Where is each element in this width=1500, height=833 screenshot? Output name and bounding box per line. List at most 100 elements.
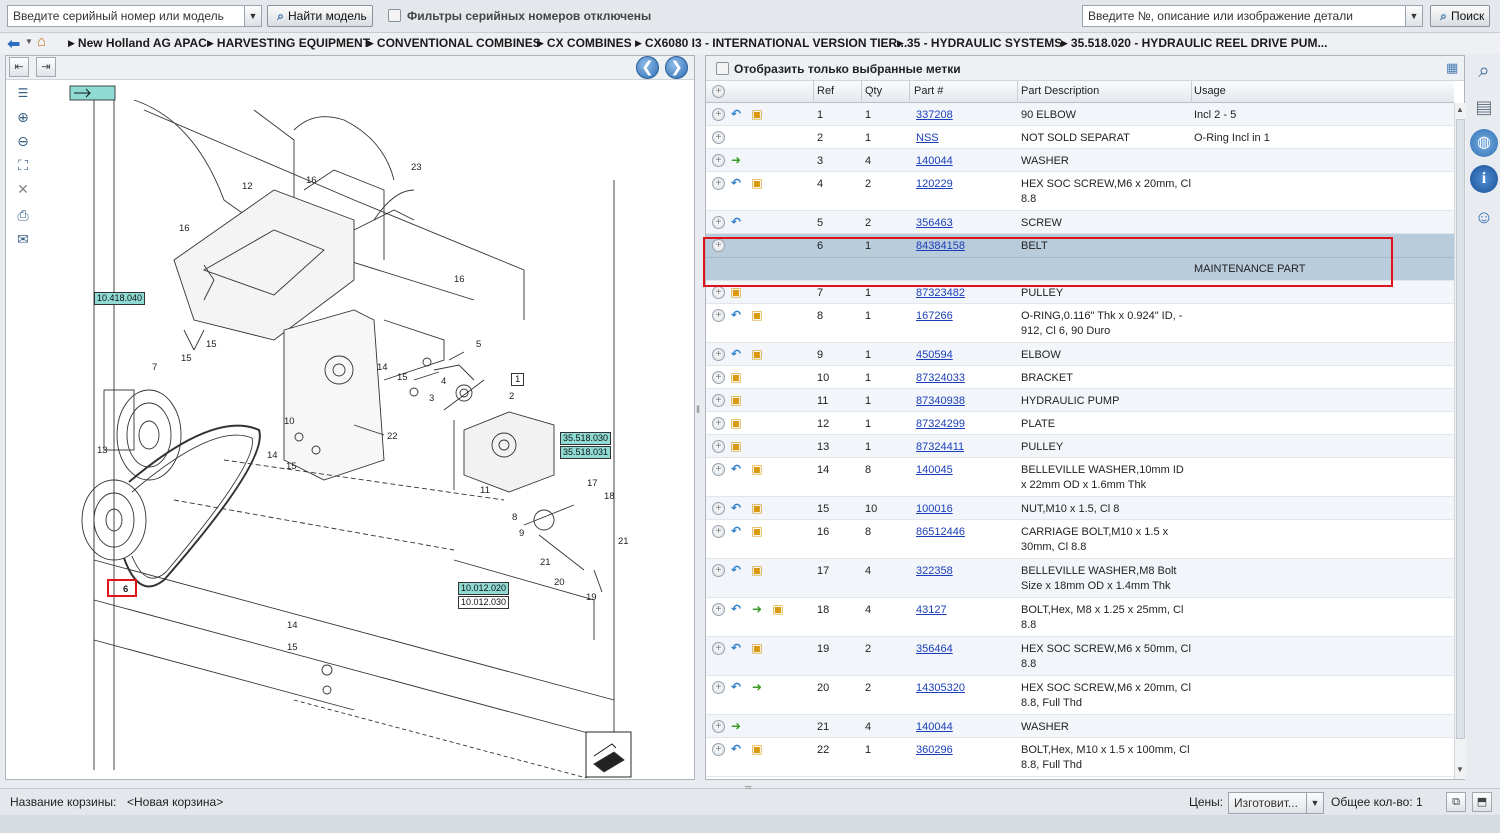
email-icon[interactable]: ✉ — [17, 231, 29, 247]
fit-to-window-icon[interactable]: ⛶ — [18, 157, 28, 173]
parts-table-scrollbar[interactable]: ▲ ▼ — [1454, 103, 1466, 779]
cell-part-link[interactable]: 356464 — [916, 643, 953, 655]
diagram-ref-label[interactable]: 8 — [512, 512, 518, 523]
cell-part-link[interactable]: 87323482 — [916, 287, 965, 299]
next-page-button[interactable]: ⇥ — [36, 57, 56, 77]
expand-row-icon[interactable]: + — [712, 720, 725, 733]
replaced-part-icon[interactable]: ↶ — [730, 462, 742, 476]
expand-row-icon[interactable]: + — [712, 417, 725, 430]
diagram-ref-label[interactable]: 19 — [586, 592, 597, 603]
expand-all-icon[interactable]: + — [712, 85, 725, 98]
replaced-part-icon[interactable]: ↶ — [730, 176, 742, 190]
add-to-cart-icon[interactable]: ▣ — [751, 501, 763, 515]
serial-dropdown-button[interactable]: ▼ — [244, 5, 262, 27]
back-dropdown-icon[interactable]: ▼ — [25, 37, 33, 46]
zoom-in-icon[interactable]: ⊕ — [17, 109, 29, 125]
diagram-ref-label[interactable]: 15 — [397, 372, 408, 383]
expand-row-icon[interactable]: + — [712, 525, 725, 538]
expand-row-icon[interactable]: + — [712, 309, 725, 322]
menu-lines-icon[interactable]: ☰ — [17, 86, 29, 100]
expand-row-icon[interactable]: + — [712, 371, 725, 384]
diagram-ref-label[interactable]: 16 — [454, 274, 465, 285]
prices-dropdown-button[interactable]: ▼ — [1306, 792, 1324, 814]
diagram-ref-label[interactable]: 14 — [287, 620, 298, 631]
cart-view-button[interactable]: ⧉ — [1446, 792, 1466, 812]
expand-row-icon[interactable]: + — [712, 348, 725, 361]
cell-part-link[interactable]: NSS — [916, 132, 939, 144]
replaced-part-icon[interactable]: ↶ — [730, 742, 742, 756]
cell-part-link[interactable]: 322358 — [916, 565, 953, 577]
cell-part-link[interactable]: 356463 — [916, 217, 953, 229]
cell-part-link[interactable]: 86512446 — [916, 526, 965, 538]
superseded-part-icon[interactable]: ➜ — [730, 153, 742, 167]
diagram-ref-label[interactable]: 14 — [377, 362, 388, 373]
replaced-part-icon[interactable]: ↶ — [730, 680, 742, 694]
expand-row-icon[interactable]: + — [712, 603, 725, 616]
diagram-ref-label[interactable]: 10 — [284, 416, 295, 427]
cell-part-link[interactable]: 87324299 — [916, 418, 965, 430]
diagram-callout[interactable]: 10.012.030 — [458, 596, 510, 609]
search-icon[interactable]: ⌕ — [1478, 60, 1490, 82]
cell-part-link[interactable]: 337208 — [916, 109, 953, 121]
expand-row-icon[interactable]: + — [712, 564, 725, 577]
clear-selection-icon[interactable]: ✕ — [17, 181, 29, 197]
diagram-ref-label[interactable]: 13 — [97, 445, 108, 456]
print-icon[interactable]: ⎙ — [17, 207, 29, 223]
scroll-up-icon[interactable]: ▲ — [1456, 105, 1464, 114]
add-to-cart-icon[interactable]: ▣ — [751, 742, 763, 756]
replaced-part-icon[interactable]: ↶ — [730, 563, 742, 577]
diagram-ref-label[interactable]: 18 — [604, 491, 615, 502]
diagram-ref-label[interactable]: 15 — [181, 353, 192, 364]
expand-row-icon[interactable]: + — [712, 108, 725, 121]
cell-part-link[interactable]: 87324033 — [916, 372, 965, 384]
serial-model-input[interactable]: Введите серийный номер или модель — [7, 5, 247, 27]
diagram-callout[interactable]: 35.518.030 — [560, 432, 612, 445]
columns-grid-icon[interactable]: ▦ — [1446, 60, 1459, 75]
breadcrumb-item[interactable]: CX COMBINES — [537, 36, 632, 50]
superseded-part-icon[interactable]: ➜ — [730, 719, 742, 733]
add-to-cart-icon[interactable]: ▣ — [751, 462, 763, 476]
cell-part-link[interactable]: 140045 — [916, 464, 953, 476]
replaced-part-icon[interactable]: ↶ — [730, 524, 742, 538]
part-search-dropdown-button[interactable]: ▼ — [1405, 5, 1423, 27]
prices-select[interactable]: Изготовит... — [1228, 792, 1313, 814]
cell-part-link[interactable]: 140044 — [916, 155, 953, 167]
exploded-parts-diagram[interactable]: 10.418.040 35.518.030 35.518.031 10.012.… — [54, 80, 644, 778]
diagram-ref-label[interactable]: 2 — [509, 391, 515, 402]
expand-row-icon[interactable]: + — [712, 502, 725, 515]
breadcrumb-item[interactable]: 35.518.020 - HYDRAULIC REEL DRIVE PUM... — [1061, 36, 1328, 50]
column-header-usage[interactable]: Usage — [1194, 85, 1226, 97]
expand-row-icon[interactable]: + — [712, 177, 725, 190]
diagram-ref-label[interactable]: 1 — [511, 373, 525, 386]
diagram-callout[interactable]: 10.418.040 — [94, 292, 146, 305]
search-button[interactable]: ⌕Поиск — [1430, 5, 1491, 27]
replaced-part-icon[interactable]: ↶ — [730, 347, 742, 361]
cell-part-link[interactable]: 87324411 — [916, 441, 965, 453]
add-to-cart-icon[interactable]: ▣ — [772, 602, 784, 616]
expand-row-icon[interactable]: + — [712, 216, 725, 229]
replaced-part-icon[interactable]: ↶ — [730, 215, 742, 229]
diagram-ref-label[interactable]: 23 — [411, 162, 422, 173]
cell-part-link[interactable]: 140044 — [916, 721, 953, 733]
add-to-cart-icon[interactable]: ▣ — [730, 416, 742, 430]
expand-row-icon[interactable]: + — [712, 239, 725, 252]
expand-row-icon[interactable]: + — [712, 743, 725, 756]
cart-name-value[interactable]: <Новая корзина> — [127, 795, 224, 809]
diagram-callout[interactable]: 10.012.020 — [458, 582, 510, 595]
add-to-cart-icon[interactable]: ▣ — [730, 370, 742, 384]
home-icon[interactable]: ⌂ — [37, 33, 47, 50]
breadcrumb-item[interactable]: HARVESTING EQUIPMENT — [207, 36, 370, 50]
diagram-ref-label[interactable]: 17 — [587, 478, 598, 489]
column-header-description[interactable]: Part Description — [1021, 85, 1100, 97]
diagram-ref-label[interactable]: 7 — [152, 362, 158, 373]
cell-part-link[interactable]: 167266 — [916, 310, 953, 322]
